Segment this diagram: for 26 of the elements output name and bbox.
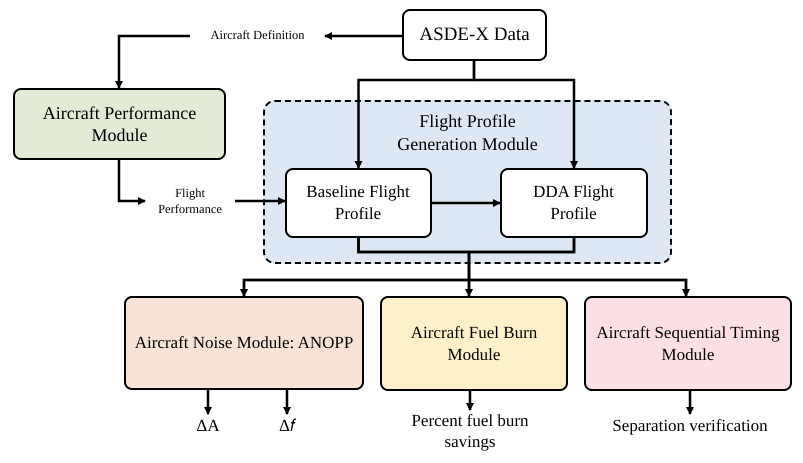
arrow <box>468 238 690 297</box>
data-box: ASDE-X Data <box>402 9 547 61</box>
arrow <box>432 199 501 207</box>
output-label: Percent fuel burn savings <box>390 410 550 456</box>
arrow <box>324 32 402 40</box>
output-label: Δ𝑓 <box>272 414 302 438</box>
process-box: DDA Flight Profile <box>500 168 648 238</box>
module-box: Aircraft Performance Module <box>13 88 226 160</box>
output-label: ΔA <box>193 414 223 438</box>
module-box: Aircraft Noise Module: ANOPP <box>124 296 364 390</box>
module-box: Aircraft Fuel Burn Module <box>380 296 568 391</box>
arrow <box>118 160 146 205</box>
arrow <box>204 390 212 415</box>
arrow <box>283 390 291 415</box>
arrow <box>472 61 578 169</box>
output-label: Separation verification <box>590 414 790 438</box>
flow-label: Flight Performance <box>145 184 235 220</box>
arrow <box>235 197 286 205</box>
module-box: Aircraft Sequential Timing Module <box>584 296 792 391</box>
arrow <box>466 391 474 411</box>
arrow <box>115 34 190 89</box>
arrow <box>686 391 694 415</box>
group-title: Flight Profile Generation Module <box>396 110 539 155</box>
process-box: Baseline Flight Profile <box>284 168 432 238</box>
flow-label: Aircraft Definition <box>190 26 325 46</box>
group-box <box>263 100 672 264</box>
